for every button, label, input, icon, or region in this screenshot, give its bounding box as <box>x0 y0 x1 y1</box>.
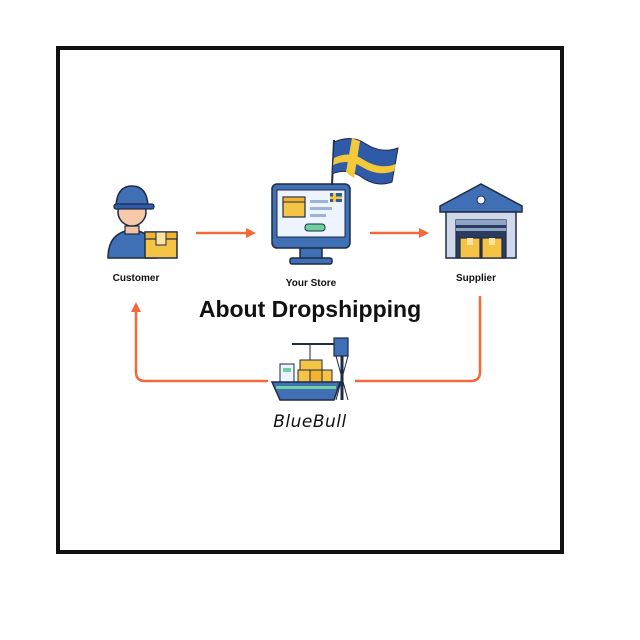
customer-icon <box>107 185 178 259</box>
store-monitor-icon <box>271 183 351 265</box>
node-label-supplier: Supplier <box>455 273 496 284</box>
arrow-supplier-to-ship <box>355 296 482 383</box>
sweden-flag-icon <box>331 138 399 186</box>
supplier-warehouse-icon <box>439 183 523 259</box>
node-label-customer: Customer <box>112 273 160 284</box>
diagram-title: About Dropshipping <box>198 296 422 322</box>
node-label-your-store: Your Store <box>285 278 337 289</box>
brand-logo-text: BlueBull <box>273 412 347 432</box>
cargo-ship-crane-icon <box>270 337 349 401</box>
arrow-ship-to-customer <box>131 302 268 383</box>
